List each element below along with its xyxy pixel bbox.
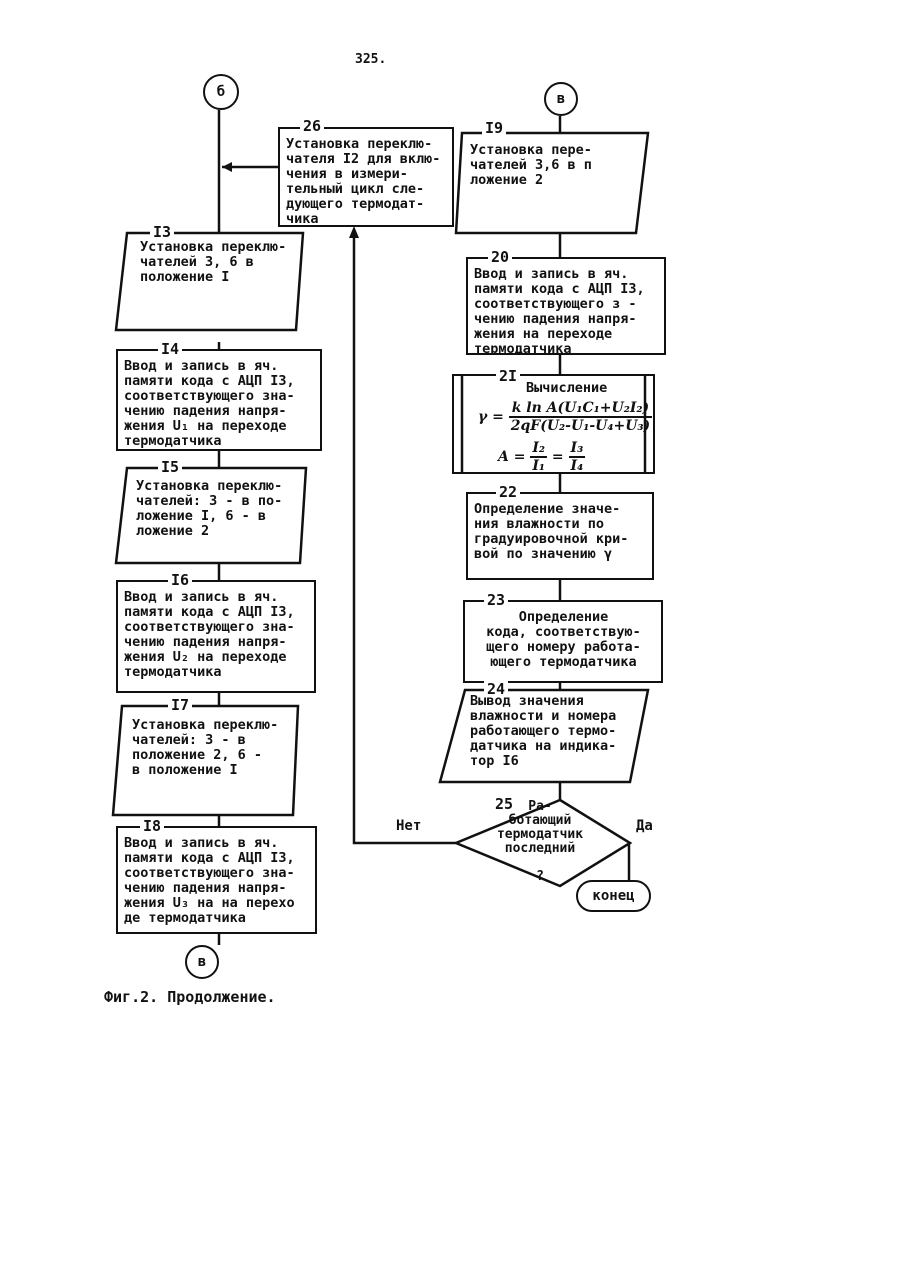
formula-a-den-2: I₄ bbox=[569, 458, 586, 474]
block-25-number: 25 bbox=[492, 796, 516, 812]
block-17: Установка переклю- чателей: 3 - в положе… bbox=[132, 718, 292, 778]
block-13: Установка переклю- чателей 3, 6 в положе… bbox=[140, 240, 300, 285]
block-23: Определение кода, соответствую- щего ном… bbox=[463, 600, 663, 683]
formula-gamma-numerator: k ln A(U₁C₁+U₂I₂) bbox=[509, 400, 652, 418]
block-15: Установка переклю- чателей: 3 - в по- ло… bbox=[136, 479, 302, 539]
connector-v-bottom: в bbox=[185, 945, 219, 979]
block-18: Ввод и запись в яч. памяти кода с АЦП I3… bbox=[116, 826, 317, 934]
block-24-number: 24 bbox=[484, 681, 508, 697]
block-14-number: I4 bbox=[158, 341, 182, 357]
block-21-number: 2I bbox=[496, 368, 520, 384]
connector-v-top: в bbox=[544, 82, 578, 116]
page-number: 325. bbox=[355, 52, 386, 67]
block-13-number: I3 bbox=[150, 224, 174, 240]
block-14: Ввод и запись в яч. памяти кода с АЦП I3… bbox=[116, 349, 322, 451]
formula-gamma-denominator: 2qF(U₂-U₁-U₄+U₃) bbox=[509, 418, 652, 434]
figure-caption: Фиг.2. Продолжение. bbox=[104, 988, 276, 1006]
label-no: Нет bbox=[396, 818, 421, 834]
formula-gamma-fraction: k ln A(U₁C₁+U₂I₂) 2qF(U₂-U₁-U₄+U₃) bbox=[509, 400, 652, 434]
block-19: Установка пере- чателей 3,6 в п ложение … bbox=[470, 143, 630, 188]
formula-a-eq: = bbox=[552, 449, 564, 465]
block-21-title: Вычисление bbox=[526, 380, 607, 396]
block-24: Вывод значения влажности и номера работа… bbox=[470, 694, 635, 769]
block-18-number: I8 bbox=[140, 818, 164, 834]
formula-a-lhs: A = bbox=[498, 449, 525, 465]
formula-a-num-2: I₃ bbox=[569, 440, 586, 458]
block-23-number: 23 bbox=[484, 592, 508, 608]
formula-gamma-lhs: γ = bbox=[478, 409, 504, 425]
formula-a: A = I₂ I₁ = I₃ I₄ bbox=[498, 440, 585, 474]
formula-a-fraction-1: I₂ I₁ bbox=[530, 440, 547, 474]
block-16-number: I6 bbox=[168, 572, 192, 588]
block-15-number: I5 bbox=[158, 459, 182, 475]
block-22: Определение значе- ния влажности по град… bbox=[466, 492, 654, 580]
block-20-number: 20 bbox=[488, 249, 512, 265]
block-26: Установка переклю- чателя I2 для вклю- ч… bbox=[278, 127, 454, 227]
block-17-number: I7 bbox=[168, 697, 192, 713]
terminal-end: конец bbox=[576, 880, 651, 912]
block-22-number: 22 bbox=[496, 484, 520, 500]
formula-a-den-1: I₁ bbox=[530, 458, 547, 474]
block-16: Ввод и запись в яч. памяти кода с АЦП I3… bbox=[116, 580, 316, 693]
block-26-number: 26 bbox=[300, 118, 324, 134]
connector-b-top: б bbox=[203, 74, 239, 110]
formula-a-num-1: I₂ bbox=[530, 440, 547, 458]
formula-a-fraction-2: I₃ I₄ bbox=[569, 440, 586, 474]
block-20: Ввод и запись в яч. памяти кода с АЦП I3… bbox=[466, 257, 666, 355]
label-yes: Да bbox=[636, 818, 653, 834]
formula-gamma: γ = k ln A(U₁C₁+U₂I₂) 2qF(U₂-U₁-U₄+U₃) bbox=[478, 400, 652, 434]
block-19-number: I9 bbox=[482, 120, 506, 136]
